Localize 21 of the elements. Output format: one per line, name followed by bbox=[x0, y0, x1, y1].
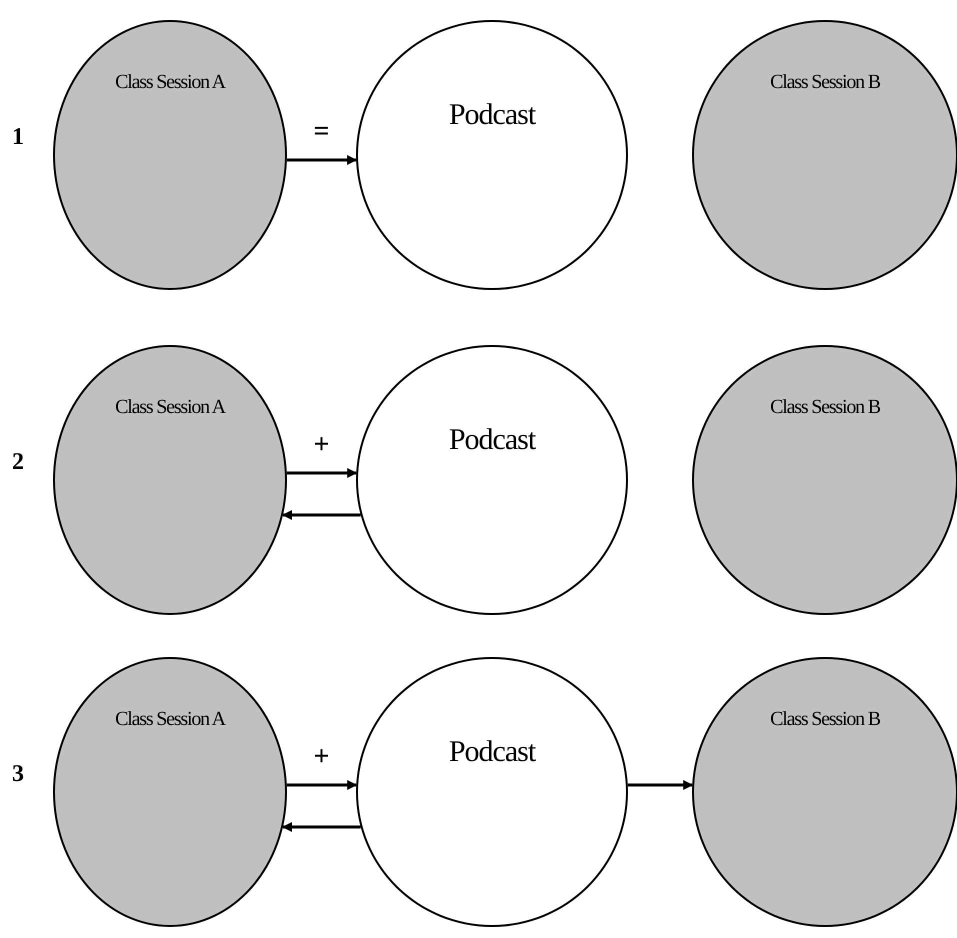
edge-label: + bbox=[314, 431, 330, 459]
node-label: Podcast bbox=[448, 737, 536, 767]
node-label: Class Session B bbox=[770, 397, 880, 417]
row-number: 2 bbox=[12, 450, 24, 474]
node-label: Class Session A bbox=[115, 72, 225, 92]
arrow bbox=[286, 155, 358, 165]
row-number: 1 bbox=[12, 125, 24, 149]
arrow bbox=[282, 822, 361, 832]
node-label: Class Session A bbox=[115, 397, 225, 417]
node-label: Podcast bbox=[448, 425, 536, 455]
arrow bbox=[628, 780, 694, 790]
node-label: Class Session B bbox=[770, 709, 880, 729]
row-number: 3 bbox=[12, 762, 24, 786]
edge-label: = bbox=[314, 118, 330, 146]
node-label: Podcast bbox=[448, 100, 536, 130]
arrow bbox=[286, 468, 358, 478]
arrow bbox=[286, 780, 358, 790]
arrow bbox=[282, 510, 361, 520]
node-label: Class Session B bbox=[770, 72, 880, 92]
node-label: Class Session A bbox=[115, 709, 225, 729]
edge-label: + bbox=[314, 743, 330, 771]
